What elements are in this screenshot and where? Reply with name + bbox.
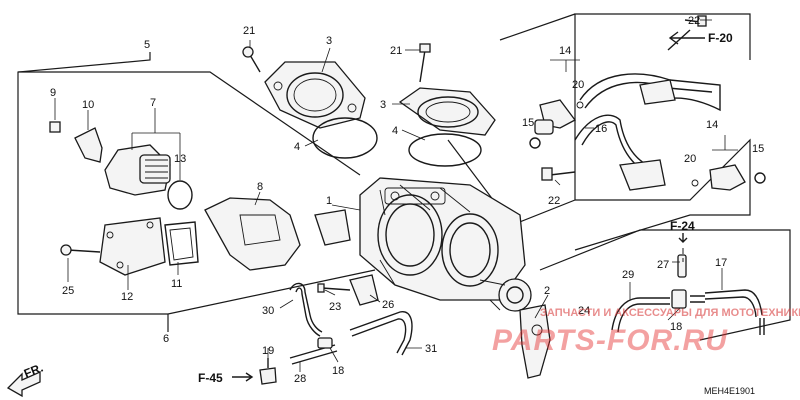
callout-5: 5 (144, 39, 150, 51)
throttle-body (359, 177, 532, 312)
front-direction-arrow-icon (6, 370, 41, 398)
callout-10: 10 (82, 99, 94, 111)
callout-7: 7 (150, 97, 156, 109)
callout-23: 23 (329, 301, 341, 313)
vacuum-hoses-left (259, 282, 413, 385)
ref-label-f45: F-45 (198, 371, 223, 385)
callout-1: 1 (326, 195, 332, 207)
callout-19: 19 (262, 345, 274, 357)
callout-28: 28 (294, 373, 306, 385)
callout-14-lower: 14 (706, 119, 718, 131)
callout-27: 27 (657, 259, 669, 271)
callout-18-right: 18 (670, 321, 682, 333)
callout-13: 13 (174, 153, 186, 165)
callout-6: 6 (163, 333, 169, 345)
callout-21-left: 21 (243, 25, 255, 37)
callout-21-right: 21 (390, 45, 402, 57)
front-direction-label: FR. (22, 361, 45, 381)
leader-lines (54, 19, 738, 372)
callout-numbers: 1 2 3 3 4 4 5 6 7 8 9 10 11 12 13 14 14 … (50, 15, 764, 385)
boundary-part-5-top (18, 71, 361, 176)
callout-8: 8 (257, 181, 263, 193)
callout-18-left: 18 (332, 365, 344, 377)
sensor-and-cover (60, 197, 301, 276)
callout-16: 16 (595, 123, 607, 135)
callout-26: 26 (382, 299, 394, 311)
callout-22-upper: 22 (688, 15, 700, 27)
callout-30: 30 (262, 305, 274, 317)
bolts-21 (242, 43, 431, 83)
idle-air-control-valve (49, 121, 193, 210)
diagram-code: MEH4E1901 (704, 386, 755, 396)
boundary-fuel-assembly-lower (574, 138, 751, 251)
callout-25: 25 (62, 285, 74, 297)
boundary-part-5 (17, 52, 376, 315)
watermark-brand: PARTS-FOR.RU (492, 324, 728, 357)
insulators-and-o-rings (264, 61, 496, 167)
small-brackets (314, 209, 551, 379)
callout-31: 31 (425, 343, 437, 355)
boundary-part-16 (499, 13, 576, 41)
watermark: ЗАПЧАСТИ И АКСЕССУАРЫ ДЛЯ МОТОТЕХНИКИ PA… (492, 307, 800, 357)
ref-label-f24: F-24 (670, 219, 695, 233)
callout-4-right: 4 (392, 125, 398, 137)
fuel-injectors-and-hose (529, 15, 766, 191)
callout-22-lower: 22 (548, 195, 560, 207)
callout-12: 12 (121, 291, 133, 303)
vacuum-hoses-right (611, 254, 765, 335)
callout-20-upper: 20 (572, 79, 584, 91)
callout-20-lower: 20 (684, 153, 696, 165)
reference-arrows (232, 31, 705, 382)
callout-2: 2 (544, 285, 550, 297)
callout-29: 29 (622, 269, 634, 281)
callout-4-left: 4 (294, 141, 300, 153)
callout-11: 11 (171, 278, 182, 290)
callout-15-left: 15 (522, 117, 534, 129)
callout-15-right: 15 (752, 143, 764, 155)
callout-24: 24 (578, 305, 590, 317)
ref-label-f20: F-20 (708, 31, 733, 45)
callout-17: 17 (715, 257, 727, 269)
callout-3-lower: 3 (380, 99, 386, 111)
callout-9: 9 (50, 87, 56, 99)
watermark-subtitle: ЗАПЧАСТИ И АКСЕССУАРЫ ДЛЯ МОТОТЕХНИКИ (540, 307, 800, 319)
callout-3-upper: 3 (326, 35, 332, 47)
callout-14-upper: 14 (559, 45, 571, 57)
